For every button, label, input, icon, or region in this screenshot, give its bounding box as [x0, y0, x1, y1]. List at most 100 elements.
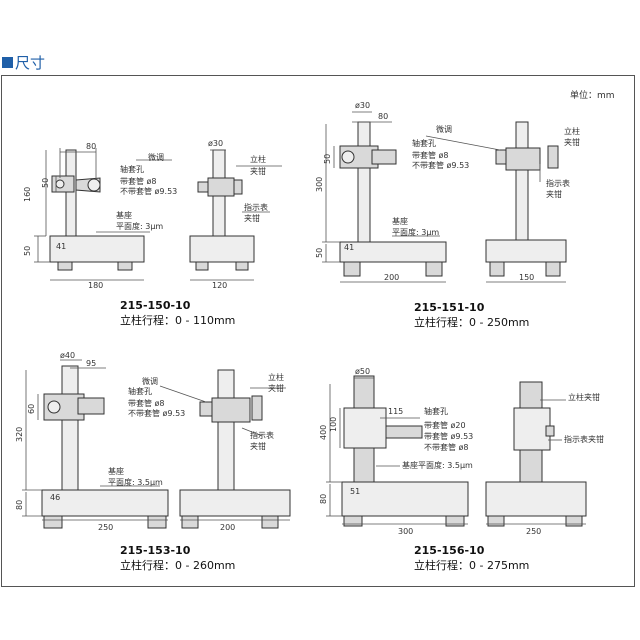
arm — [77, 397, 105, 415]
foot — [147, 515, 167, 529]
label-indicator: 指示表 — [244, 202, 268, 212]
base-side — [485, 481, 587, 517]
dim-160: 160 — [23, 187, 32, 202]
dim-120: 120 — [212, 281, 227, 290]
dim-80: 80 — [378, 112, 388, 121]
dim-300: 300 — [398, 527, 413, 536]
dim-180: 180 — [88, 281, 103, 290]
caption-215-156-10: 215-156-10 立柱行程：0 - 275mm — [414, 543, 529, 573]
stroke-text: 立柱行程：0 - 250mm — [414, 316, 530, 329]
label-bore: 轴套孔 — [424, 406, 448, 416]
bore — [341, 150, 355, 164]
dim-80-base: 80 — [15, 500, 24, 510]
dim-200: 200 — [220, 523, 235, 532]
dim-50-base: 50 — [315, 248, 324, 258]
label-bore: 轴套孔 — [120, 164, 144, 174]
clamp-knob — [233, 179, 243, 195]
dim-100: 100 — [329, 417, 338, 432]
label-clamp: 夹钳 — [250, 166, 266, 176]
label-spindle: 立柱 — [250, 154, 266, 164]
label-base-flatness: 基座平面度: 3.5μm — [402, 460, 473, 470]
dim-41: 41 — [56, 242, 66, 251]
dim-o50: ø50 — [355, 367, 370, 376]
column — [217, 369, 235, 491]
label-indicator: 指示表 — [546, 178, 570, 188]
stroke-text: 立柱行程：0 - 110mm — [120, 314, 236, 327]
label-with-sleeve: 带套管 ø8 — [120, 176, 157, 186]
column — [65, 149, 77, 237]
clamp-knob — [251, 395, 263, 421]
caption-215-153-10: 215-153-10 立柱行程：0 - 260mm — [120, 543, 235, 573]
dim-60: 60 — [27, 404, 36, 414]
label-base: 基座 — [108, 466, 124, 476]
foot — [343, 261, 361, 277]
bore — [55, 179, 65, 189]
dim-80-base: 80 — [319, 494, 328, 504]
clamp-knob — [547, 145, 559, 169]
model-number: 215-151-10 — [414, 301, 485, 314]
fine-adjust-knob — [197, 181, 209, 193]
dim-50-base: 50 — [23, 246, 32, 256]
foot — [117, 261, 133, 271]
fine-adjust-knob — [199, 401, 213, 417]
foot — [57, 261, 73, 271]
dim-50-holder: 50 — [41, 178, 50, 188]
label-with-sleeve: 带套管 ø8 — [128, 398, 165, 408]
dim-41: 41 — [344, 243, 354, 252]
clamp-block — [211, 397, 251, 423]
label-flatness: 平面度: 3.5μm — [108, 477, 163, 487]
dim-115: 115 — [388, 407, 403, 416]
label-base: 基座 — [116, 210, 132, 220]
sleeve-bore — [87, 178, 101, 192]
foot — [195, 261, 209, 271]
dim-250: 250 — [98, 523, 113, 532]
dim-o30: ø30 — [208, 139, 223, 148]
label-with-sleeve: 带套管 ø20 — [424, 420, 466, 430]
clamp-block — [513, 407, 551, 451]
model-number: 215-150-10 — [120, 299, 191, 312]
foot — [343, 515, 363, 527]
drawing-215-150-10: 80 50 160 50 41 180 120 ø30 微调 立柱 夹钳 轴套孔… — [23, 139, 282, 290]
label-fine-adjust: 微调 — [142, 376, 158, 386]
holder — [343, 407, 387, 449]
label-clamp: 夹钳 — [564, 137, 580, 147]
drawing-215-153-10: ø40 95 60 320 80 46 250 200 微调 立柱 夹钳 轴套孔… — [15, 351, 291, 532]
label-clamp: 夹钳 — [268, 383, 284, 393]
drawing-215-151-10: ø30 80 50 300 50 41 200 150 微调 立柱 夹钳 轴套孔… — [315, 101, 580, 283]
heading-square-icon — [2, 57, 13, 68]
stroke-text: 立柱行程：0 - 275mm — [414, 559, 530, 572]
base-front — [49, 235, 145, 263]
base-front — [341, 481, 469, 517]
dim-o30: ø30 — [355, 101, 370, 110]
dim-200: 200 — [384, 273, 399, 282]
foot — [43, 515, 63, 529]
label-spindle-clamp: 立柱夹钳 — [568, 392, 600, 402]
base-side — [485, 239, 567, 263]
caption-215-151-10: 215-151-10 立柱行程：0 - 250mm — [414, 300, 529, 330]
dim-300: 300 — [315, 177, 324, 192]
label-spindle: 立柱 — [564, 126, 580, 136]
label-indicator: 指示表 — [250, 430, 274, 440]
fine-adjust-knob — [495, 149, 507, 165]
foot — [261, 515, 279, 529]
clamp-knob — [545, 425, 555, 437]
label-spindle: 立柱 — [268, 372, 284, 382]
base-side — [179, 489, 291, 517]
label-with-sleeve-2: 带套管 ø9.53 — [424, 431, 473, 441]
foot — [565, 515, 583, 527]
label-flatness: 平面度: 3μm — [116, 221, 163, 231]
unit-label: 单位：mm — [570, 91, 615, 101]
foot — [425, 261, 443, 277]
model-number: 215-153-10 — [120, 544, 191, 557]
arm — [385, 425, 423, 439]
bore — [47, 400, 61, 414]
label-bore: 轴套孔 — [128, 386, 152, 396]
dim-46: 46 — [50, 493, 60, 502]
foot — [181, 515, 199, 529]
stroke-text: 立柱行程：0 - 260mm — [120, 559, 236, 572]
dim-95: 95 — [86, 359, 96, 368]
heading-text: 尺寸 — [15, 54, 46, 72]
model-number: 215-156-10 — [414, 544, 485, 557]
foot — [235, 261, 249, 271]
